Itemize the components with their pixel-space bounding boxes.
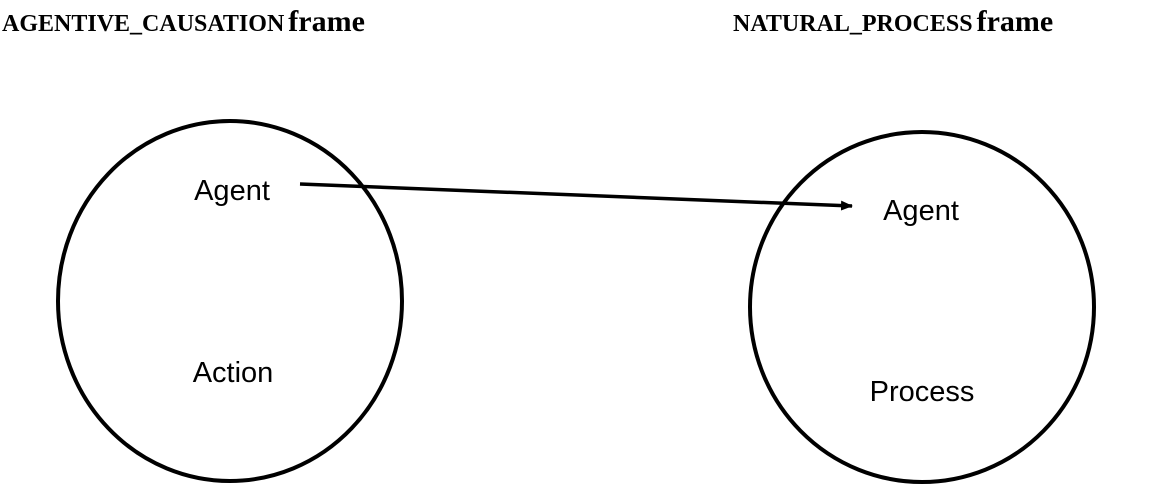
frame-suffix: frame (288, 5, 365, 38)
frame-suffix: frame (976, 5, 1054, 38)
frame-circle-natural-process (748, 130, 1096, 484)
element-label-agent-right: Agent (883, 195, 959, 227)
frame-title-natural-process: NATURAL_PROCESS frame (733, 4, 1053, 45)
element-label-agent-left: Agent (194, 175, 270, 207)
frame-name: NATURAL_PROCESS (733, 11, 973, 37)
frame-circle-agentive-causation (56, 119, 404, 483)
mapping-arrow (299, 182, 853, 211)
frame-title-agentive-causation: AGENTIVE_CAUSATION frame (2, 4, 365, 45)
element-label-action: Action (193, 357, 274, 389)
frame-name: AGENTIVE_CAUSATION (2, 11, 285, 37)
element-label-process: Process (870, 376, 975, 408)
